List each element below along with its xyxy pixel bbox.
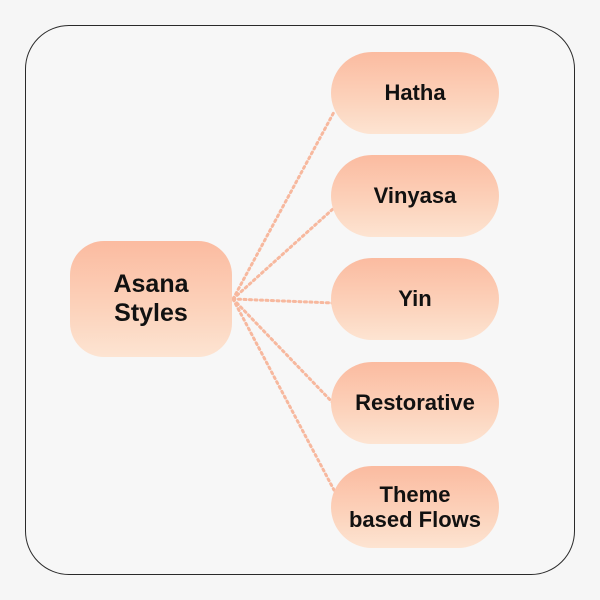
child-node-yin: Yin: [331, 258, 499, 340]
child-node-label: Theme based Flows: [348, 481, 482, 532]
connector-vinyasa: [231, 206, 336, 301]
root-node-label: Asana Styles: [113, 270, 189, 327]
connector-hatha: [231, 110, 336, 301]
child-node-vinyasa: Vinyasa: [331, 155, 499, 237]
child-node-label: Restorative: [355, 390, 475, 416]
root-node-asana-styles: Asana Styles: [70, 241, 232, 357]
child-node-hatha: Hatha: [331, 52, 499, 134]
child-node-theme-based-flows: Theme based Flows: [331, 466, 499, 548]
child-node-label: Yin: [398, 286, 432, 312]
connector-yin: [231, 297, 336, 305]
child-node-restorative: Restorative: [331, 362, 499, 444]
child-node-label: Hatha: [384, 80, 446, 106]
connector-theme-based-flows: [231, 297, 336, 492]
child-node-label: Vinyasa: [373, 183, 457, 209]
connector-restorative: [231, 297, 336, 406]
